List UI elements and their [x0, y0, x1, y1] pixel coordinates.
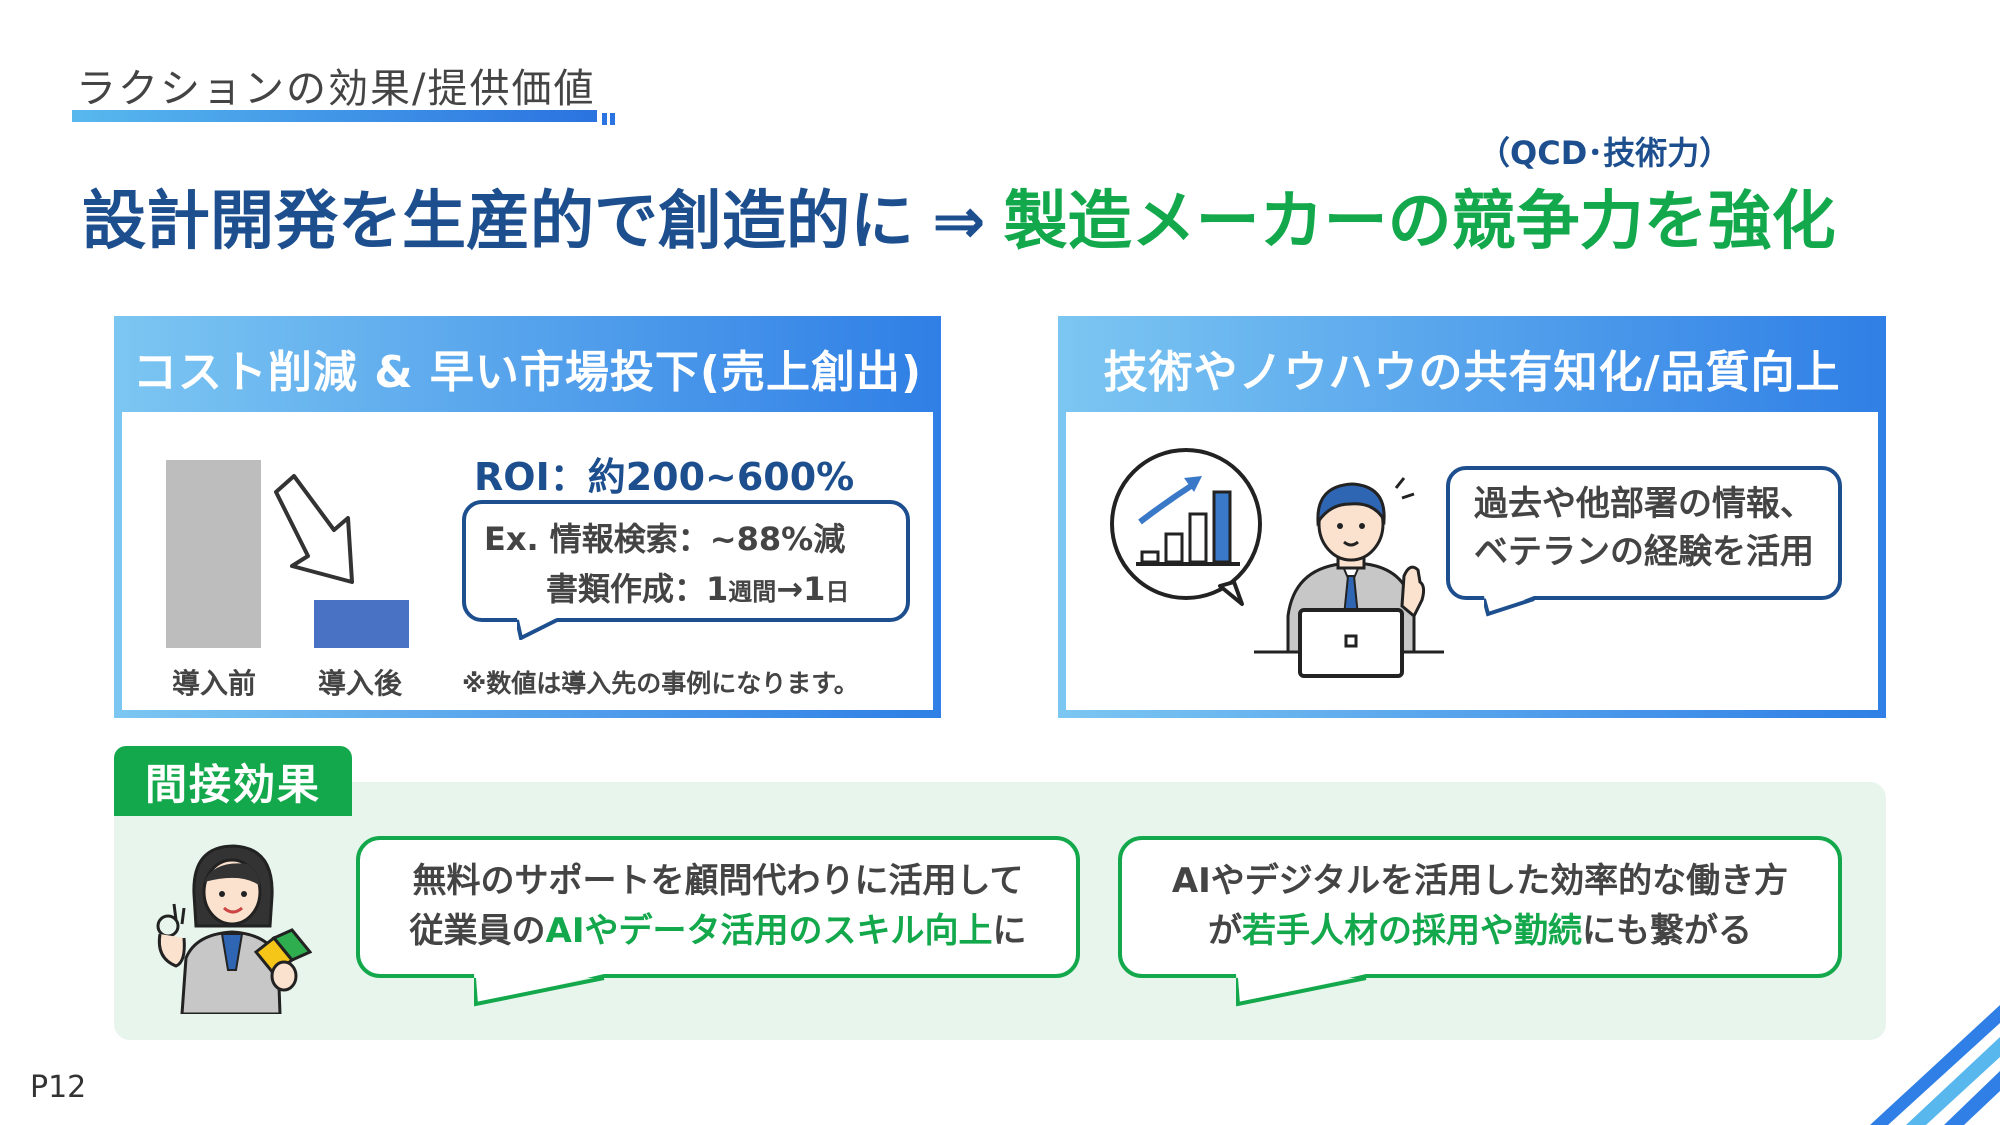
headline-part1: 設計開発を生産的で創造的に — [82, 185, 914, 259]
businesswoman-ok-icon — [156, 844, 312, 1014]
bar-before — [166, 460, 261, 648]
indirect-bubble-2: AIやデジタルを活用した効率的な働き方 が若手人材の採用や勤続にも繋がる — [1118, 836, 1842, 978]
knowledge-bubble-line-2: ベテランの経験を活用 — [1474, 532, 1814, 572]
indirect-bubble-1-line-2-a: 従業員の — [409, 911, 546, 951]
example-note: ※数値は導入先の事例になります。 — [462, 669, 859, 698]
headline: 設計開発を生産的で創造的に⇒製造メーカーの競争力を強化 — [82, 170, 1836, 262]
indirect-bubble-1: 無料のサポートを顧問代わりに活用して 従業員のAIやデータ活用のスキル向上に — [356, 836, 1080, 978]
knowledge-bubble-tail — [1484, 596, 1535, 617]
indirect-bubble-2-highlight: 若手人材の採用や勤続 — [1242, 911, 1582, 951]
indirect-bubble-1-highlight: AIやデータ活用のスキル向上 — [545, 911, 993, 951]
indirect-bubble-1-line-1: 無料のサポートを顧問代わりに活用して — [412, 861, 1024, 901]
example-line-2-a: 書類作成：1 — [546, 570, 729, 608]
businessman-laptop-icon — [1254, 477, 1444, 678]
knowledge-sharing-card-title: 技術やノウハウの共有知化/品質向上 — [1103, 347, 1841, 398]
roi-text: ROI：約200~600% — [474, 455, 855, 499]
headline-note: （QCD･技術力） — [1478, 134, 1732, 172]
bar-after — [314, 600, 409, 648]
cost-reduction-card-body: 導入前 導入後 ROI：約200~600% Ex. 情報検索：~88%減 書類作… — [122, 412, 933, 710]
example-line-2-b: →1 — [776, 570, 826, 608]
page-number: P12 — [30, 1070, 87, 1105]
headline-part2: 製造メーカーの競争力を強化 — [1003, 185, 1836, 259]
section-underline — [72, 110, 597, 122]
section-title: ラクションの効果/提供価値 — [76, 66, 596, 112]
example-line-1: Ex. 情報検索：~88%減 — [484, 520, 846, 558]
knowledge-sharing-card-body: 過去や他部署の情報、 ベテランの経験を活用 — [1066, 412, 1878, 710]
down-arrow-icon — [274, 474, 354, 584]
knowledge-speech-bubble: 過去や他部署の情報、 ベテランの経験を活用 — [1446, 466, 1842, 600]
indirect-bubble-2-line-2: が若手人材の採用や勤続にも繋がる — [1132, 906, 1828, 956]
cost-reduction-card-title: コスト削減 & 早い市場投下(売上創出) — [132, 347, 923, 398]
corner-stripes-decoration — [1870, 1005, 2000, 1125]
example-box: Ex. 情報検索：~88%減 書類作成：1週間→1日 — [462, 500, 910, 622]
knowledge-bubble-line-1: 過去や他部署の情報、 — [1474, 484, 1814, 524]
indirect-bubble-2-tail — [1236, 974, 1367, 1007]
underline-ticks — [602, 110, 620, 125]
indirect-bubble-1-line-2: 従業員のAIやデータ活用のスキル向上に — [370, 906, 1066, 956]
indirect-bubble-2-line-1: AIやデジタルを活用した効率的な働き方 — [1171, 861, 1789, 901]
growth-chart-icon — [1110, 448, 1262, 606]
knowledge-sharing-card: 技術やノウハウの共有知化/品質向上 — [1058, 316, 1886, 718]
bar-before-label: 導入前 — [172, 667, 257, 700]
indirect-effects-tag: 間接効果 — [114, 746, 352, 816]
cost-reduction-card: コスト削減 & 早い市場投下(売上創出) 導入前 導入後 ROI：約200~60… — [114, 316, 941, 718]
indirect-bubble-1-line-2-b: に — [992, 911, 1027, 951]
example-line-2-unit: 週間 — [728, 578, 777, 606]
example-line-2: 書類作成：1週間→1日 — [484, 564, 888, 617]
indirect-bubble-1-tail — [474, 974, 605, 1007]
indirect-bubble-2-line-2-b: にも繋がる — [1582, 911, 1752, 951]
headline-arrow: ⇒ — [932, 185, 986, 259]
example-box-tail — [517, 618, 558, 640]
example-line-2-unit2: 日 — [825, 578, 850, 606]
bar-after-label: 導入後 — [318, 667, 403, 700]
indirect-bubble-2-line-2-a: が — [1208, 911, 1242, 951]
